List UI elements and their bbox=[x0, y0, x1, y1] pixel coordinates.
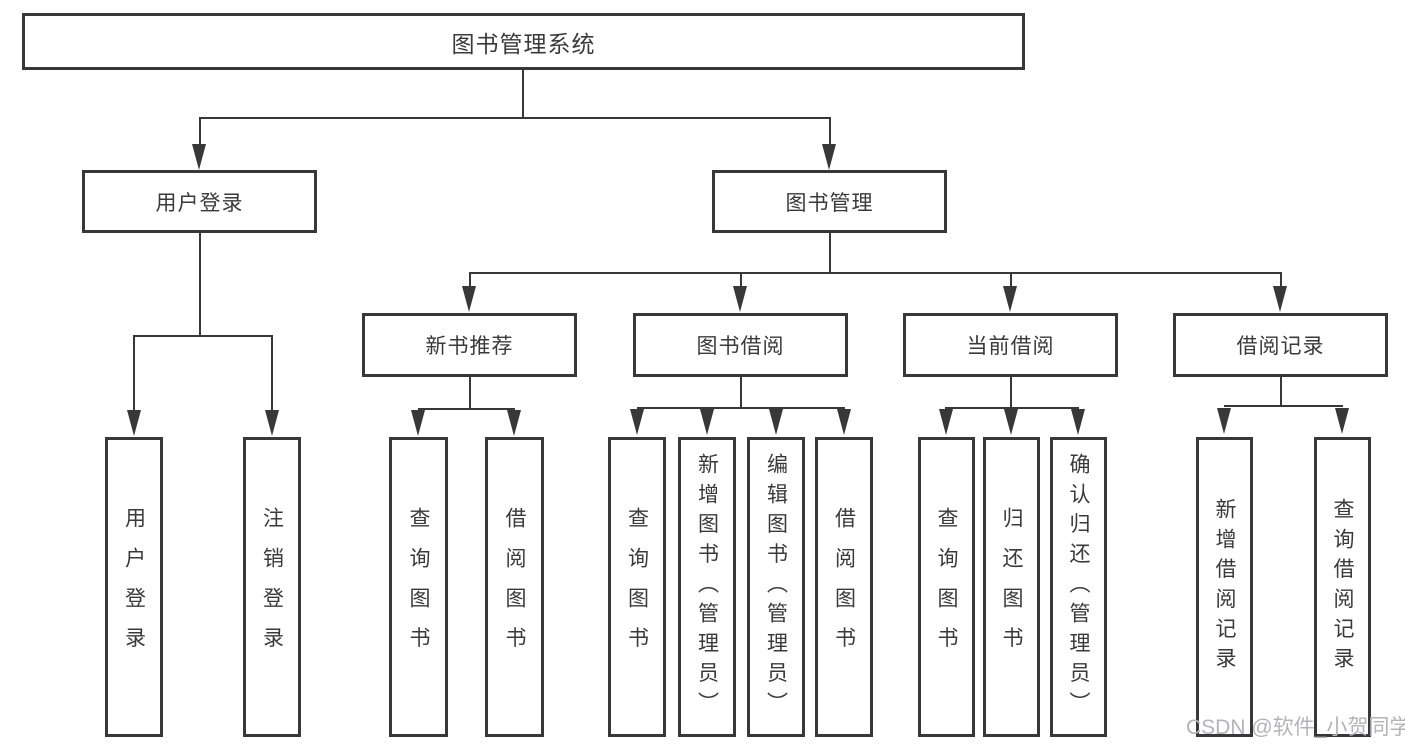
arrow-down-icon bbox=[265, 410, 279, 436]
node-borrowing-records: 借阅记录 bbox=[1173, 313, 1388, 377]
connector-stem-new-book bbox=[469, 272, 471, 286]
connector-book-borrowing-stem bbox=[740, 377, 742, 407]
leaf-add-borrow-record: 新增借阅记录 bbox=[1196, 437, 1253, 737]
arrow-down-icon bbox=[630, 409, 644, 435]
watermark: CSDN @软件_小贺同学 bbox=[1186, 716, 1405, 739]
node-label: 用户登录 bbox=[155, 191, 244, 215]
arrow-down-icon bbox=[1003, 286, 1017, 312]
node-label: 图书管理 bbox=[785, 191, 874, 215]
connector-current-borrowing-stem bbox=[1010, 377, 1012, 407]
leaf-return-books: 归还图书 bbox=[983, 437, 1040, 737]
arrow-down-icon bbox=[1273, 286, 1287, 312]
leaf-label: 查询借阅记录 bbox=[1331, 497, 1355, 677]
arrow-down-icon bbox=[1004, 409, 1018, 435]
leaf-confirm-return-admin: 确认归还（管理员） bbox=[1050, 437, 1107, 737]
connector-book-borrowing-branch bbox=[637, 407, 845, 409]
connector-stem-current-borrowing bbox=[1010, 272, 1012, 286]
node-user-login: 用户登录 bbox=[82, 170, 317, 233]
leaf-label: 注销登录 bbox=[260, 507, 284, 667]
leaf-label: 确认归还（管理员） bbox=[1067, 452, 1091, 722]
leaf-label: 查询图书 bbox=[935, 507, 959, 667]
leaf-query-books-recommend: 查询图书 bbox=[389, 437, 448, 737]
node-new-book-recommendation: 新书推荐 bbox=[362, 313, 577, 377]
leaf-label: 新增图书（管理员） bbox=[695, 452, 719, 722]
connector-borrowing-records-stem bbox=[1280, 377, 1282, 405]
leaf-label: 借阅图书 bbox=[503, 507, 527, 667]
arrow-down-icon bbox=[1071, 409, 1085, 435]
leaf-label: 查询图书 bbox=[625, 507, 649, 667]
leaf-query-books-borrowing: 查询图书 bbox=[608, 437, 666, 737]
node-library-management-system: 图书管理系统 bbox=[22, 13, 1025, 70]
leaf-label: 借阅图书 bbox=[832, 507, 856, 667]
node-current-borrowing: 当前借阅 bbox=[903, 313, 1118, 377]
node-label: 当前借阅 bbox=[966, 335, 1055, 358]
connector-root-stem bbox=[522, 70, 524, 117]
arrow-down-icon bbox=[939, 409, 953, 435]
arrow-down-icon bbox=[822, 144, 836, 170]
connector-stem-borrowing-records bbox=[1280, 272, 1282, 286]
arrow-down-icon bbox=[769, 409, 783, 435]
leaf-label: 用户登录 bbox=[122, 507, 146, 667]
connector-borrowing-records-branch bbox=[1224, 405, 1343, 407]
node-book-borrowing: 图书借阅 bbox=[633, 313, 848, 377]
arrow-down-icon bbox=[411, 410, 425, 436]
leaf-label: 编辑图书（管理员） bbox=[764, 452, 788, 722]
arrow-down-icon bbox=[507, 410, 521, 436]
arrow-down-icon bbox=[462, 286, 476, 312]
connector-root-branch bbox=[199, 117, 831, 119]
connector-stem-user-login bbox=[199, 117, 201, 145]
leaf-logout: 注销登录 bbox=[243, 437, 301, 737]
node-label: 图书管理系统 bbox=[451, 30, 596, 57]
leaf-user-login: 用户登录 bbox=[105, 437, 163, 737]
connector-book-management-stem bbox=[829, 233, 831, 272]
leaf-label: 新增借阅记录 bbox=[1213, 497, 1237, 677]
arrow-down-icon bbox=[1217, 408, 1231, 434]
connector-stem-leaf bbox=[133, 335, 135, 410]
arrow-down-icon bbox=[127, 410, 141, 436]
leaf-borrow-books: 借阅图书 bbox=[815, 437, 873, 737]
connector-stem-book-management bbox=[829, 117, 831, 145]
leaf-query-borrow-record: 查询借阅记录 bbox=[1314, 437, 1371, 737]
leaf-query-books-current: 查询图书 bbox=[918, 437, 975, 737]
leaf-borrow-books-recommend: 借阅图书 bbox=[485, 437, 544, 737]
connector-stem-leaf bbox=[271, 335, 273, 410]
leaf-label: 归还图书 bbox=[1000, 507, 1024, 667]
arrow-down-icon bbox=[837, 409, 851, 435]
arrow-down-icon bbox=[192, 144, 206, 170]
connector-user-login-stem bbox=[199, 233, 201, 335]
connector-current-borrowing-branch bbox=[945, 407, 1079, 409]
arrow-down-icon bbox=[1335, 408, 1349, 434]
connector-book-management-branch bbox=[469, 272, 1281, 274]
leaf-label: 查询图书 bbox=[407, 507, 431, 667]
connector-user-login-branch bbox=[133, 335, 273, 337]
leaf-add-book-admin: 新增图书（管理员） bbox=[678, 437, 736, 737]
node-label: 新书推荐 bbox=[425, 335, 514, 358]
connector-new-book-stem bbox=[469, 377, 471, 408]
connector-new-book-branch bbox=[418, 408, 515, 410]
node-book-management: 图书管理 bbox=[712, 170, 947, 233]
leaf-edit-book-admin: 编辑图书（管理员） bbox=[747, 437, 805, 737]
node-label: 借阅记录 bbox=[1236, 335, 1325, 358]
node-label: 图书借阅 bbox=[696, 335, 785, 358]
connector-stem-book-borrowing bbox=[740, 272, 742, 286]
arrow-down-icon bbox=[700, 409, 714, 435]
arrow-down-icon bbox=[733, 286, 747, 312]
